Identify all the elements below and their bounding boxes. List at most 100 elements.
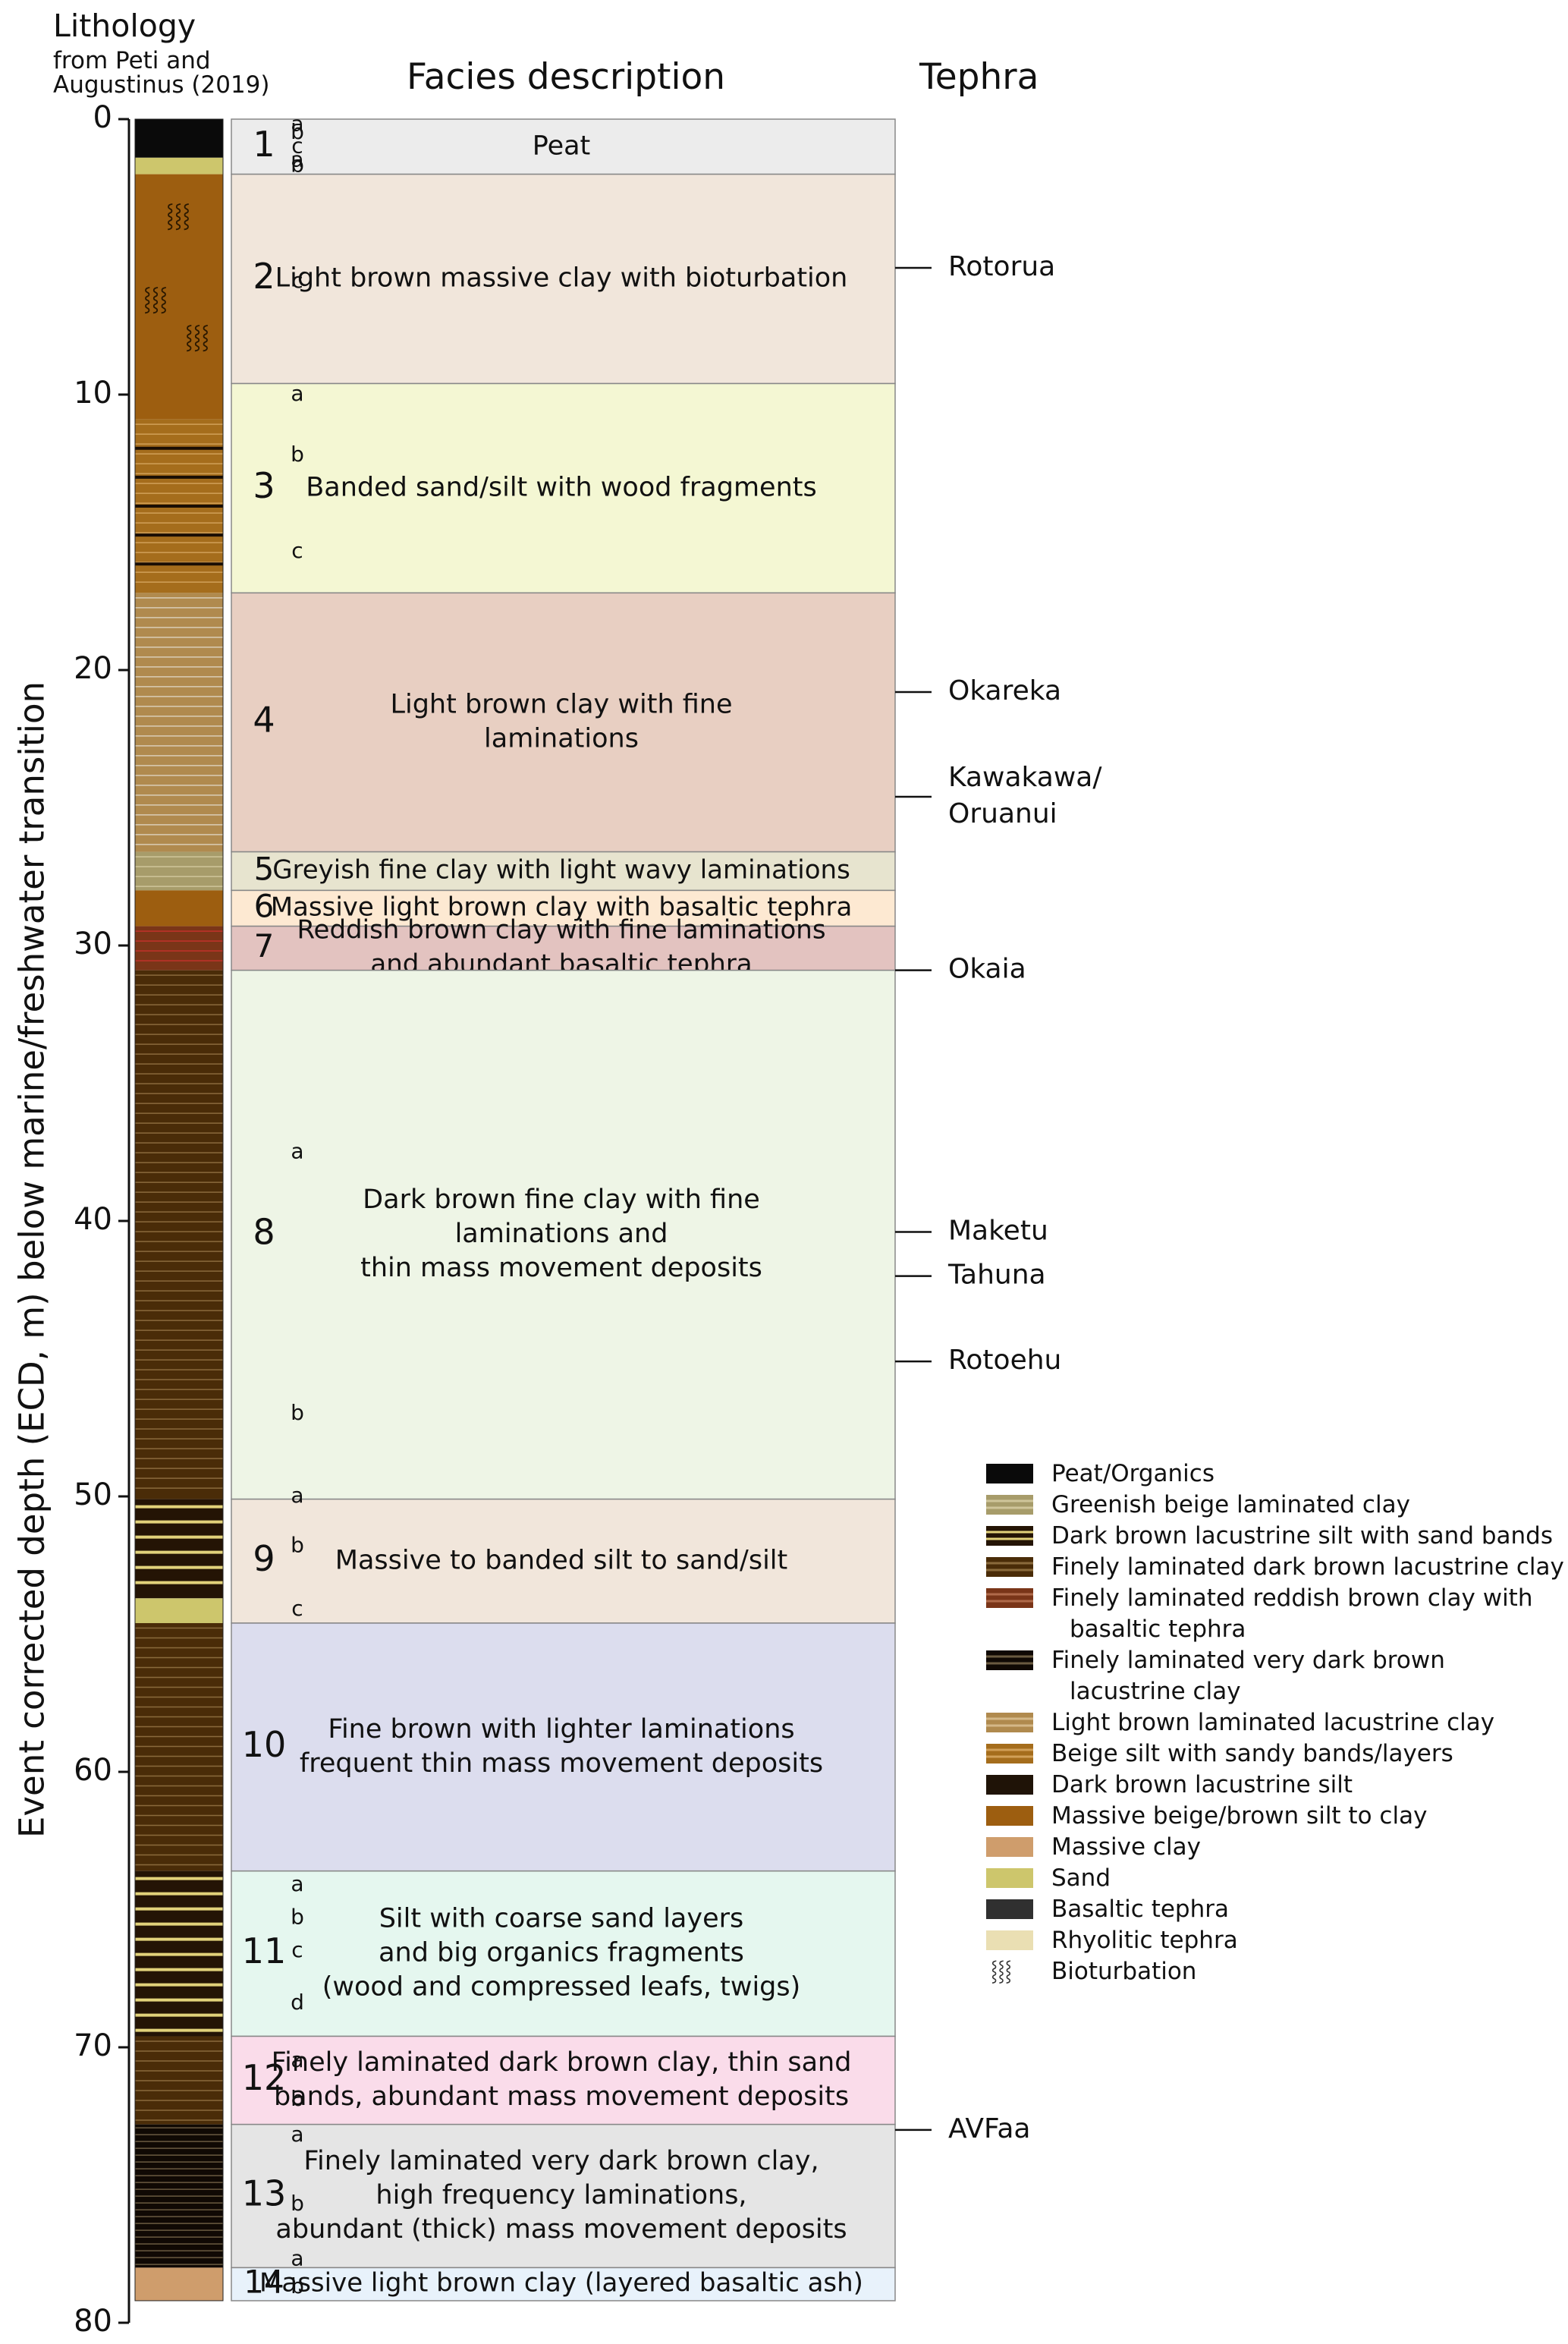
subunit-letter: a bbox=[291, 2047, 303, 2072]
y-axis-tick-label: 70 bbox=[74, 2028, 112, 2063]
tephra-label: Rotorua bbox=[948, 251, 1055, 282]
facies-title: Facies description bbox=[407, 56, 726, 98]
subunit-letter: c bbox=[291, 1596, 303, 1621]
facies-description: and big organics fragments bbox=[379, 1938, 744, 1968]
y-axis-tick-label: 50 bbox=[74, 1477, 112, 1512]
bioturbation-icon: ⸾⸾⸾ bbox=[991, 1960, 1012, 1984]
facies-description: Massive to banded silt to sand/silt bbox=[335, 1545, 788, 1575]
facies-number: 7 bbox=[254, 927, 275, 964]
facies-unit-10 bbox=[231, 1622, 896, 1872]
facies-description: Massive light brown clay with basaltic t… bbox=[271, 892, 853, 922]
facies-description: Massive light brown clay (layered basalt… bbox=[259, 2268, 863, 2298]
facies-unit-5 bbox=[231, 851, 896, 892]
legend-label: Basaltic tephra bbox=[1051, 1896, 1229, 1923]
subunit-letter: a bbox=[291, 2122, 303, 2147]
lithology-unit bbox=[135, 157, 223, 175]
subunit-letter: a bbox=[291, 381, 303, 406]
legend-swatch bbox=[986, 1713, 1033, 1732]
facies-description: Greyish fine clay with light wavy lamina… bbox=[272, 854, 850, 885]
y-axis-tick-label: 40 bbox=[74, 1202, 112, 1237]
facies-description: Dark brown fine clay with fine bbox=[363, 1185, 760, 1215]
subunit-letter: b bbox=[291, 442, 304, 467]
legend-label: Finely laminated very dark brown bbox=[1051, 1647, 1445, 1674]
legend-swatch bbox=[986, 1744, 1033, 1764]
y-axis-tick-label: 0 bbox=[93, 100, 112, 135]
facies-number: 12 bbox=[242, 2057, 287, 2098]
bioturbation-icon: ⸾⸾⸾ bbox=[185, 324, 209, 352]
facies-unit-12 bbox=[231, 2035, 896, 2125]
subunit-letter: b bbox=[291, 1904, 304, 1929]
subunit-letter: b bbox=[291, 1532, 304, 1557]
bioturbation-icon: ⸾⸾⸾ bbox=[143, 286, 168, 314]
legend-swatch bbox=[986, 1557, 1033, 1577]
facies-unit-11 bbox=[231, 1870, 896, 2037]
subunit-letter: c bbox=[291, 538, 303, 563]
legend-label: Sand bbox=[1051, 1864, 1111, 1892]
tephra-markers: RotoruaOkarekaKawakawa/OruanuiOkaiaMaket… bbox=[895, 251, 1102, 2144]
facies-description: thin mass movement deposits bbox=[360, 1253, 762, 1283]
tephra-label: Okareka bbox=[948, 675, 1061, 706]
subunit-letter: b bbox=[291, 2086, 304, 2111]
facies-description: laminations and bbox=[455, 1219, 668, 1249]
facies-unit-8 bbox=[231, 969, 896, 1500]
legend-label: Massive beige/brown silt to clay bbox=[1051, 1802, 1428, 1830]
subunit-letter: c bbox=[291, 268, 303, 293]
tephra-label: Oruanui bbox=[948, 798, 1057, 829]
lithology-unit bbox=[135, 1622, 223, 1871]
y-axis-tick-label: 10 bbox=[74, 376, 112, 411]
legend-label: Rhyolitic tephra bbox=[1051, 1927, 1238, 1954]
facies-number: 8 bbox=[253, 1212, 275, 1253]
lithology-column: ⸾⸾⸾ ⸾⸾⸾ ⸾⸾⸾ bbox=[134, 118, 224, 2302]
tephra-label: Rotoehu bbox=[948, 1345, 1061, 1376]
facies-unit-2 bbox=[231, 173, 896, 385]
y-axis-label: Event corrected depth (ECD, m) below mar… bbox=[11, 681, 52, 1839]
legend-swatch bbox=[986, 1806, 1033, 1826]
facies-number: 11 bbox=[242, 1930, 287, 1971]
tephra-label: Kawakawa/ bbox=[948, 762, 1102, 793]
lithology-unit bbox=[135, 593, 223, 852]
facies-unit-9 bbox=[231, 1498, 896, 1624]
subunit-letter: a bbox=[291, 111, 303, 136]
facies-description: Finely laminated dark brown clay, thin s… bbox=[272, 2047, 852, 2078]
subunit-letter: c bbox=[291, 1937, 303, 1962]
facies-number: 5 bbox=[254, 850, 275, 887]
facies-number: 9 bbox=[253, 1538, 275, 1579]
facies-description: Finely laminated very dark brown clay, bbox=[303, 2146, 819, 2176]
facies-description: laminations bbox=[484, 723, 639, 754]
subunit-letter: c bbox=[291, 133, 303, 158]
facies-description: Silt with coarse sand layers bbox=[379, 1904, 744, 1934]
facies-description: Light brown massive clay with bioturbati… bbox=[275, 263, 848, 294]
tephra-label: Tahuna bbox=[947, 1260, 1046, 1291]
facies-number: 14 bbox=[244, 2264, 284, 2301]
legend-label: Massive clay bbox=[1051, 1833, 1201, 1861]
facies-number: 1 bbox=[253, 124, 275, 165]
legend-label: Bioturbation bbox=[1051, 1958, 1197, 1985]
lithology-unit bbox=[135, 174, 223, 420]
facies-description: Banded sand/silt with wood fragments bbox=[306, 472, 816, 502]
subunit-letter: b bbox=[291, 119, 304, 144]
y-axis-tick-label: 20 bbox=[74, 651, 112, 686]
legend-swatches: ⸾⸾⸾ bbox=[986, 1464, 1033, 1984]
subunit-letter: d bbox=[291, 1990, 304, 2015]
facies-unit-7 bbox=[231, 925, 896, 971]
facies-number: 10 bbox=[242, 1724, 287, 1765]
bioturbation-icon: ⸾⸾⸾ bbox=[166, 203, 190, 231]
legend-swatch bbox=[986, 1495, 1033, 1515]
legend-label: Dark brown lacustrine silt bbox=[1051, 1771, 1353, 1798]
legend-swatch bbox=[986, 1899, 1033, 1919]
facies-number: 3 bbox=[253, 465, 275, 506]
y-axis-tick-label: 30 bbox=[74, 927, 112, 961]
legend-label: basaltic tephra bbox=[1070, 1616, 1246, 1643]
legend-label: Finely laminated reddish brown clay with bbox=[1051, 1584, 1533, 1612]
facies-description: bands, abundant mass movement deposits bbox=[274, 2081, 849, 2112]
legend-label: Peat/Organics bbox=[1051, 1460, 1214, 1487]
y-axis-tick-label: 60 bbox=[74, 1753, 112, 1788]
legend-label: Light brown laminated lacustrine clay bbox=[1051, 1709, 1495, 1736]
subunit-letter: b bbox=[291, 2273, 304, 2298]
facies-unit-14 bbox=[231, 2267, 896, 2302]
subunit-letter: b bbox=[291, 153, 304, 178]
facies-number: 13 bbox=[242, 2173, 287, 2214]
facies-number: 6 bbox=[254, 887, 275, 924]
